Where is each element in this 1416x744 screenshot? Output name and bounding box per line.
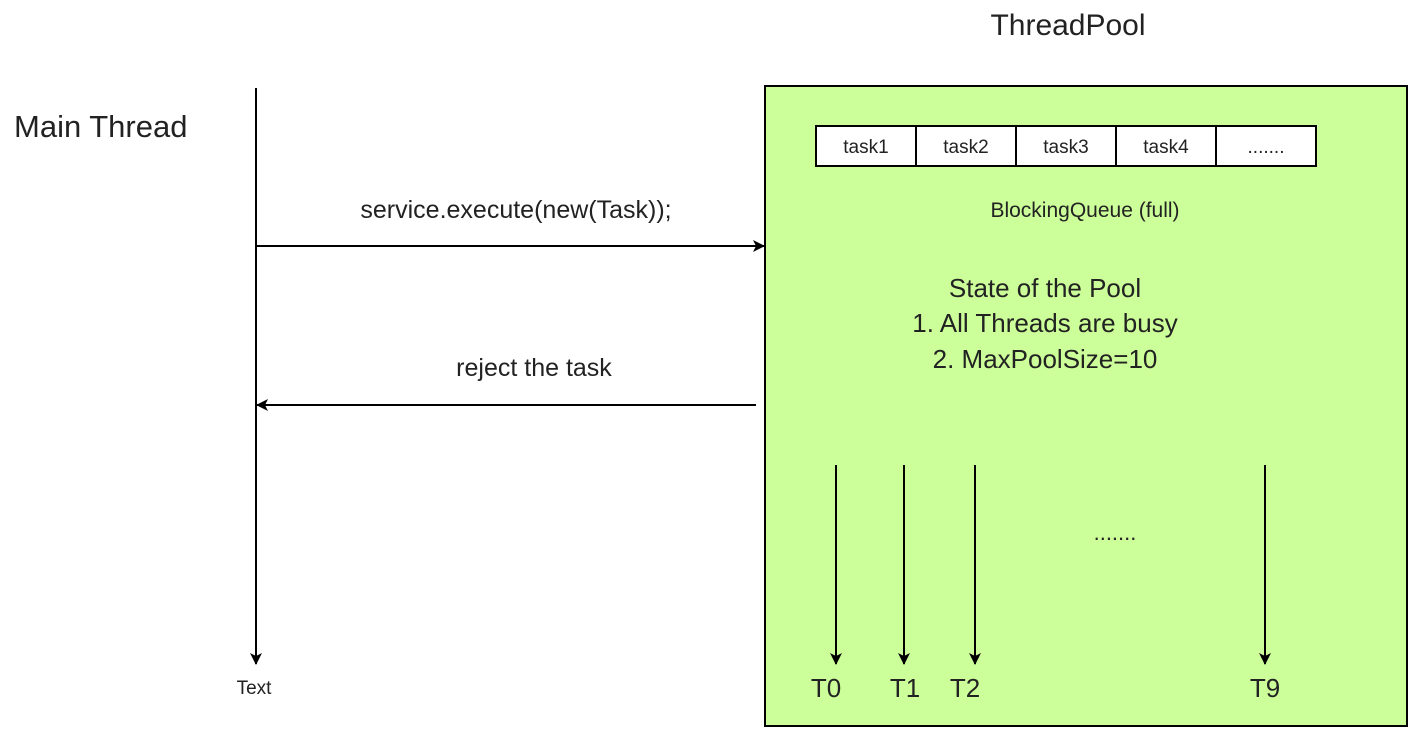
blocking-queue: task1 task2 task3 task4 ....... <box>815 125 1317 167</box>
threads-ellipsis: ....... <box>1094 520 1137 545</box>
queue-cell <box>815 125 917 167</box>
pool-state-heading: State of the Pool <box>949 273 1141 303</box>
thread-label-t2: T2 <box>950 673 980 703</box>
main-thread-label: Main Thread <box>14 109 187 144</box>
queue-cell-label: task3 <box>1043 137 1088 158</box>
execute-call-label: service.execute(new(Task)); <box>360 196 671 224</box>
queue-cell-label: task1 <box>843 137 888 158</box>
queue-cell <box>1215 125 1317 167</box>
queue-cell-label: ....... <box>1248 137 1285 158</box>
reject-label: reject the task <box>456 354 612 382</box>
queue-cell <box>915 125 1017 167</box>
thread-label-t1: T1 <box>890 673 920 703</box>
blocking-queue-label: BlockingQueue (full) <box>990 199 1179 222</box>
lifeline-end-label: Text <box>237 678 273 699</box>
queue-cell-label: task2 <box>943 137 988 158</box>
threadpool-box <box>764 85 1408 727</box>
queue-cell <box>1115 125 1217 167</box>
queue-cell-label: task4 <box>1143 137 1189 158</box>
threadpool-title: ThreadPool <box>990 9 1145 42</box>
queue-cell <box>1015 125 1117 167</box>
thread-label-t9: T9 <box>1250 673 1280 703</box>
thread-label-t0: T0 <box>811 673 841 703</box>
pool-state-line2: 2. MaxPoolSize=10 <box>933 344 1158 374</box>
pool-state-line1: 1. All Threads are busy <box>912 308 1177 338</box>
